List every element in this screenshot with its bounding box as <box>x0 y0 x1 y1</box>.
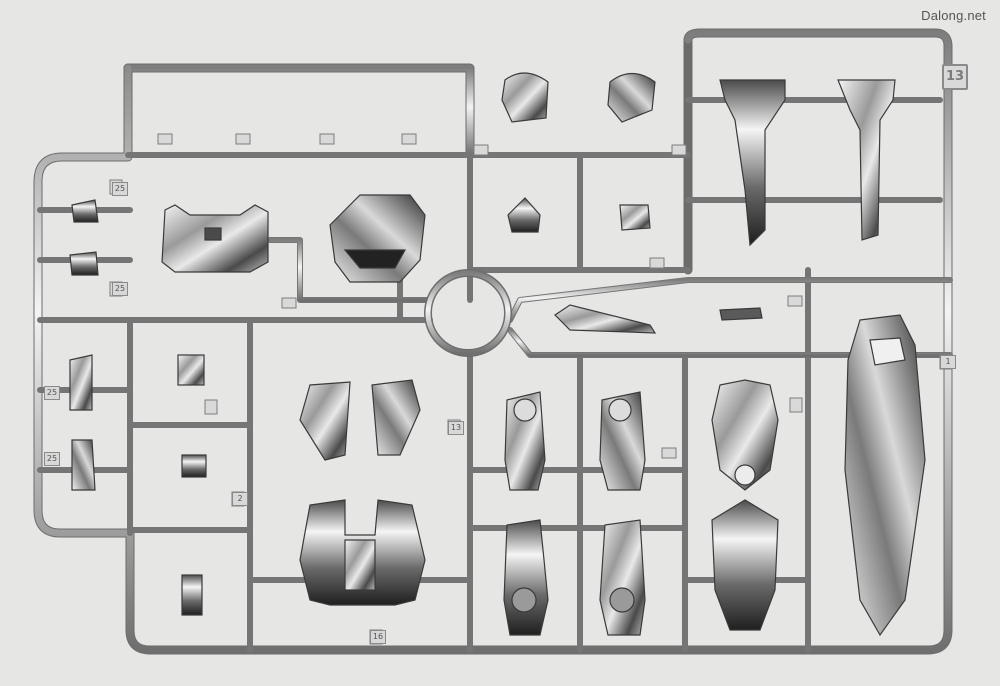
part-number: 25 <box>44 452 60 466</box>
part-number: 13 <box>448 421 464 435</box>
chrome-parts <box>69 72 926 637</box>
watermark: Dalong.net <box>921 8 986 23</box>
sprue-frame <box>33 28 953 655</box>
sprue-label: 13 <box>942 64 968 90</box>
part-number: 25 <box>112 182 128 196</box>
part-number: 25 <box>44 386 60 400</box>
part-number: 25 <box>112 282 128 296</box>
part-number: 1 <box>940 355 956 369</box>
part-number: 2 <box>232 492 248 506</box>
part-number: 16 <box>370 630 386 644</box>
